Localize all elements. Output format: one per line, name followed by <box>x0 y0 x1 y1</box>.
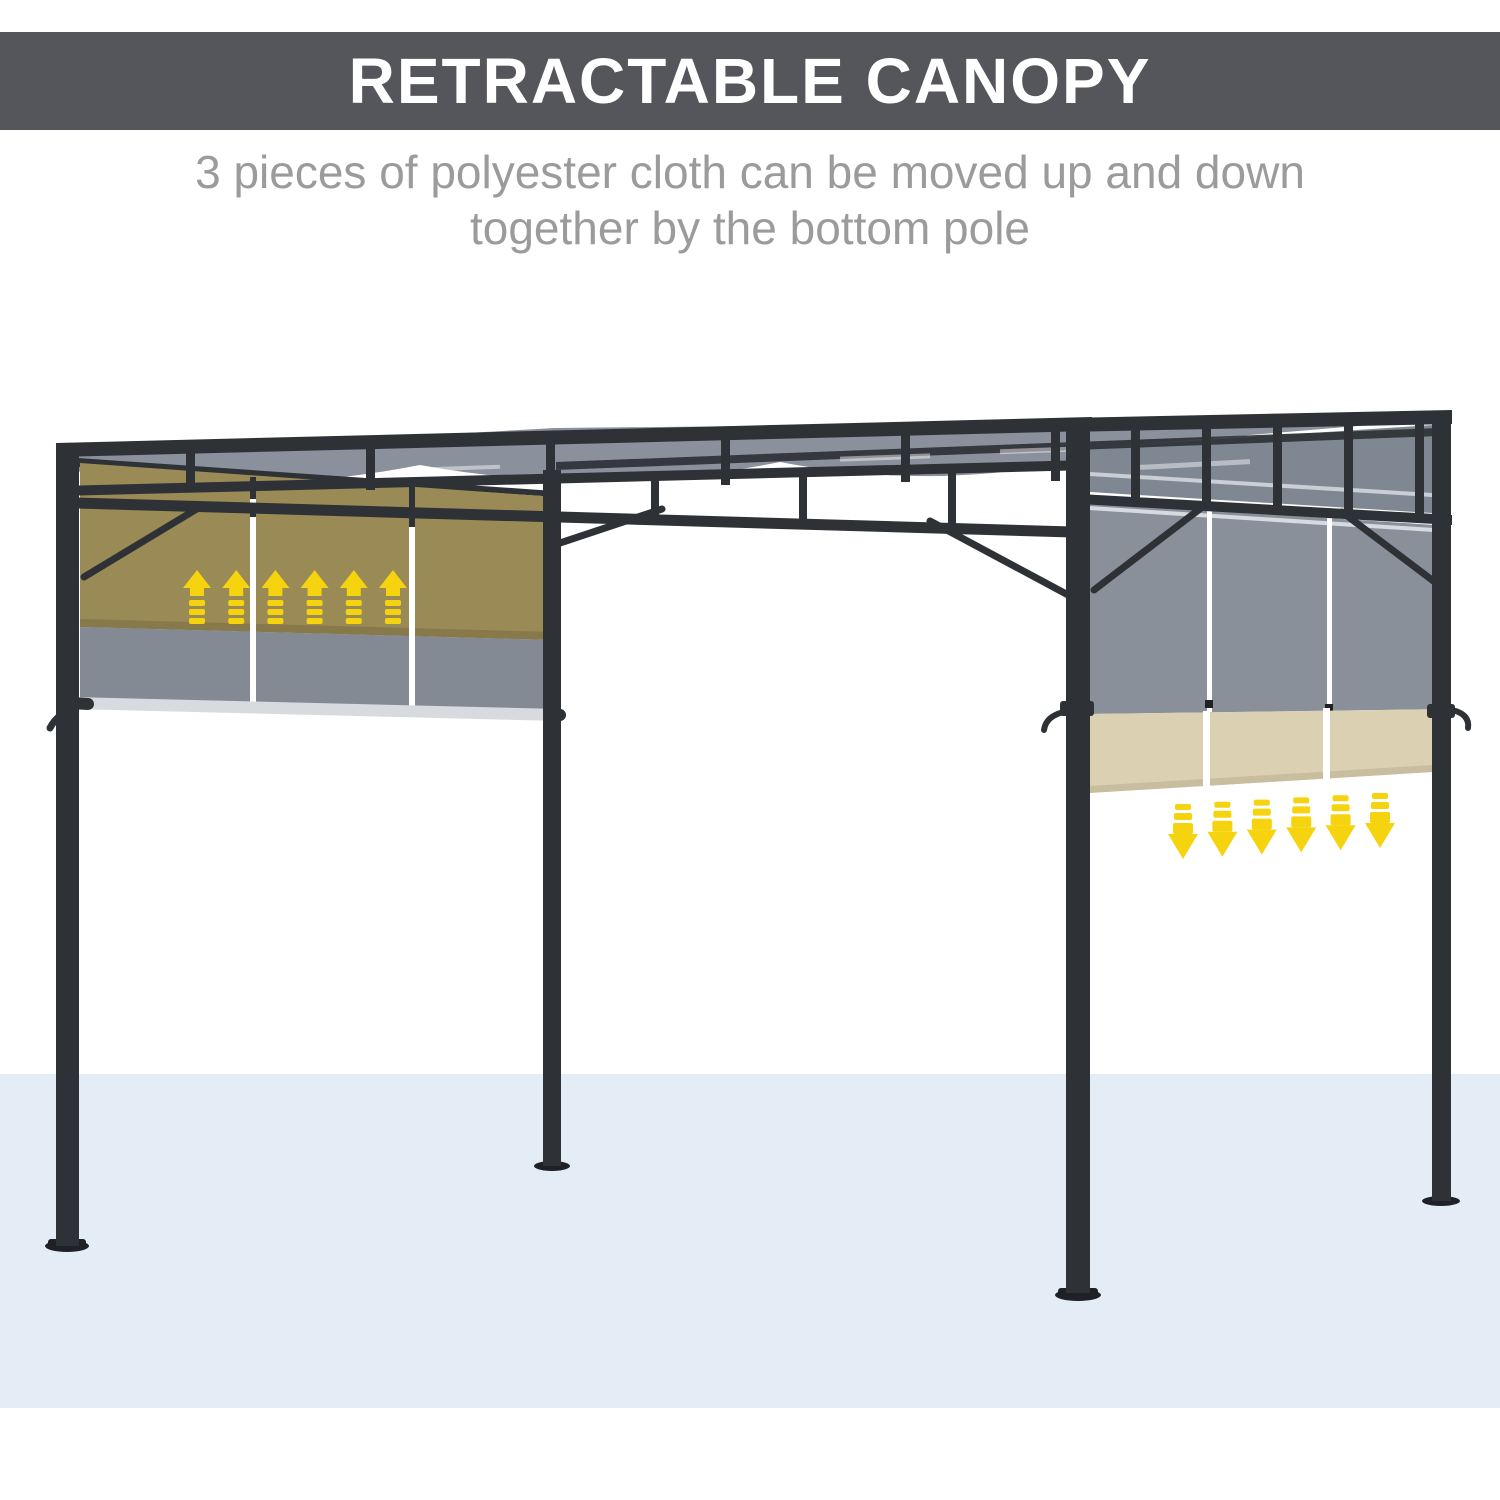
knee-brace <box>926 517 1074 600</box>
post-front-left <box>45 446 89 1252</box>
front-truss <box>56 417 1092 600</box>
subtitle: 3 pieces of polyester cloth can be moved… <box>0 144 1500 256</box>
subtitle-line-1: 3 pieces of polyester cloth can be moved… <box>195 146 1305 198</box>
down-arrow-icon <box>1365 793 1395 848</box>
knee-brace <box>80 503 204 581</box>
knee-brace <box>1338 508 1440 587</box>
subtitle-line-2: together by the bottom pole <box>469 202 1031 254</box>
down-arrow-icon <box>1286 797 1317 853</box>
post-back-right <box>1422 412 1472 1206</box>
down-arrow-icon <box>1168 804 1198 859</box>
page-title: RETRACTABLE CANOPY <box>348 45 1152 117</box>
right-truss <box>1066 410 1452 594</box>
header-bar: RETRACTABLE CANOPY <box>0 32 1500 130</box>
right-panel-extended <box>1089 502 1449 714</box>
left-canopy-assembly <box>46 458 566 732</box>
post-front-right <box>1041 420 1101 1301</box>
left-panel-extended <box>80 627 556 717</box>
down-arrow-icon <box>1246 799 1277 855</box>
floor <box>0 1074 1500 1408</box>
right-canopy-assembly <box>1088 502 1450 793</box>
down-arrows <box>1168 793 1395 859</box>
post-back-left <box>534 470 570 1171</box>
knee-brace <box>556 505 666 547</box>
knee-brace <box>1090 501 1209 594</box>
down-arrow-icon <box>1325 795 1356 851</box>
down-arrow-icon <box>1207 801 1238 857</box>
